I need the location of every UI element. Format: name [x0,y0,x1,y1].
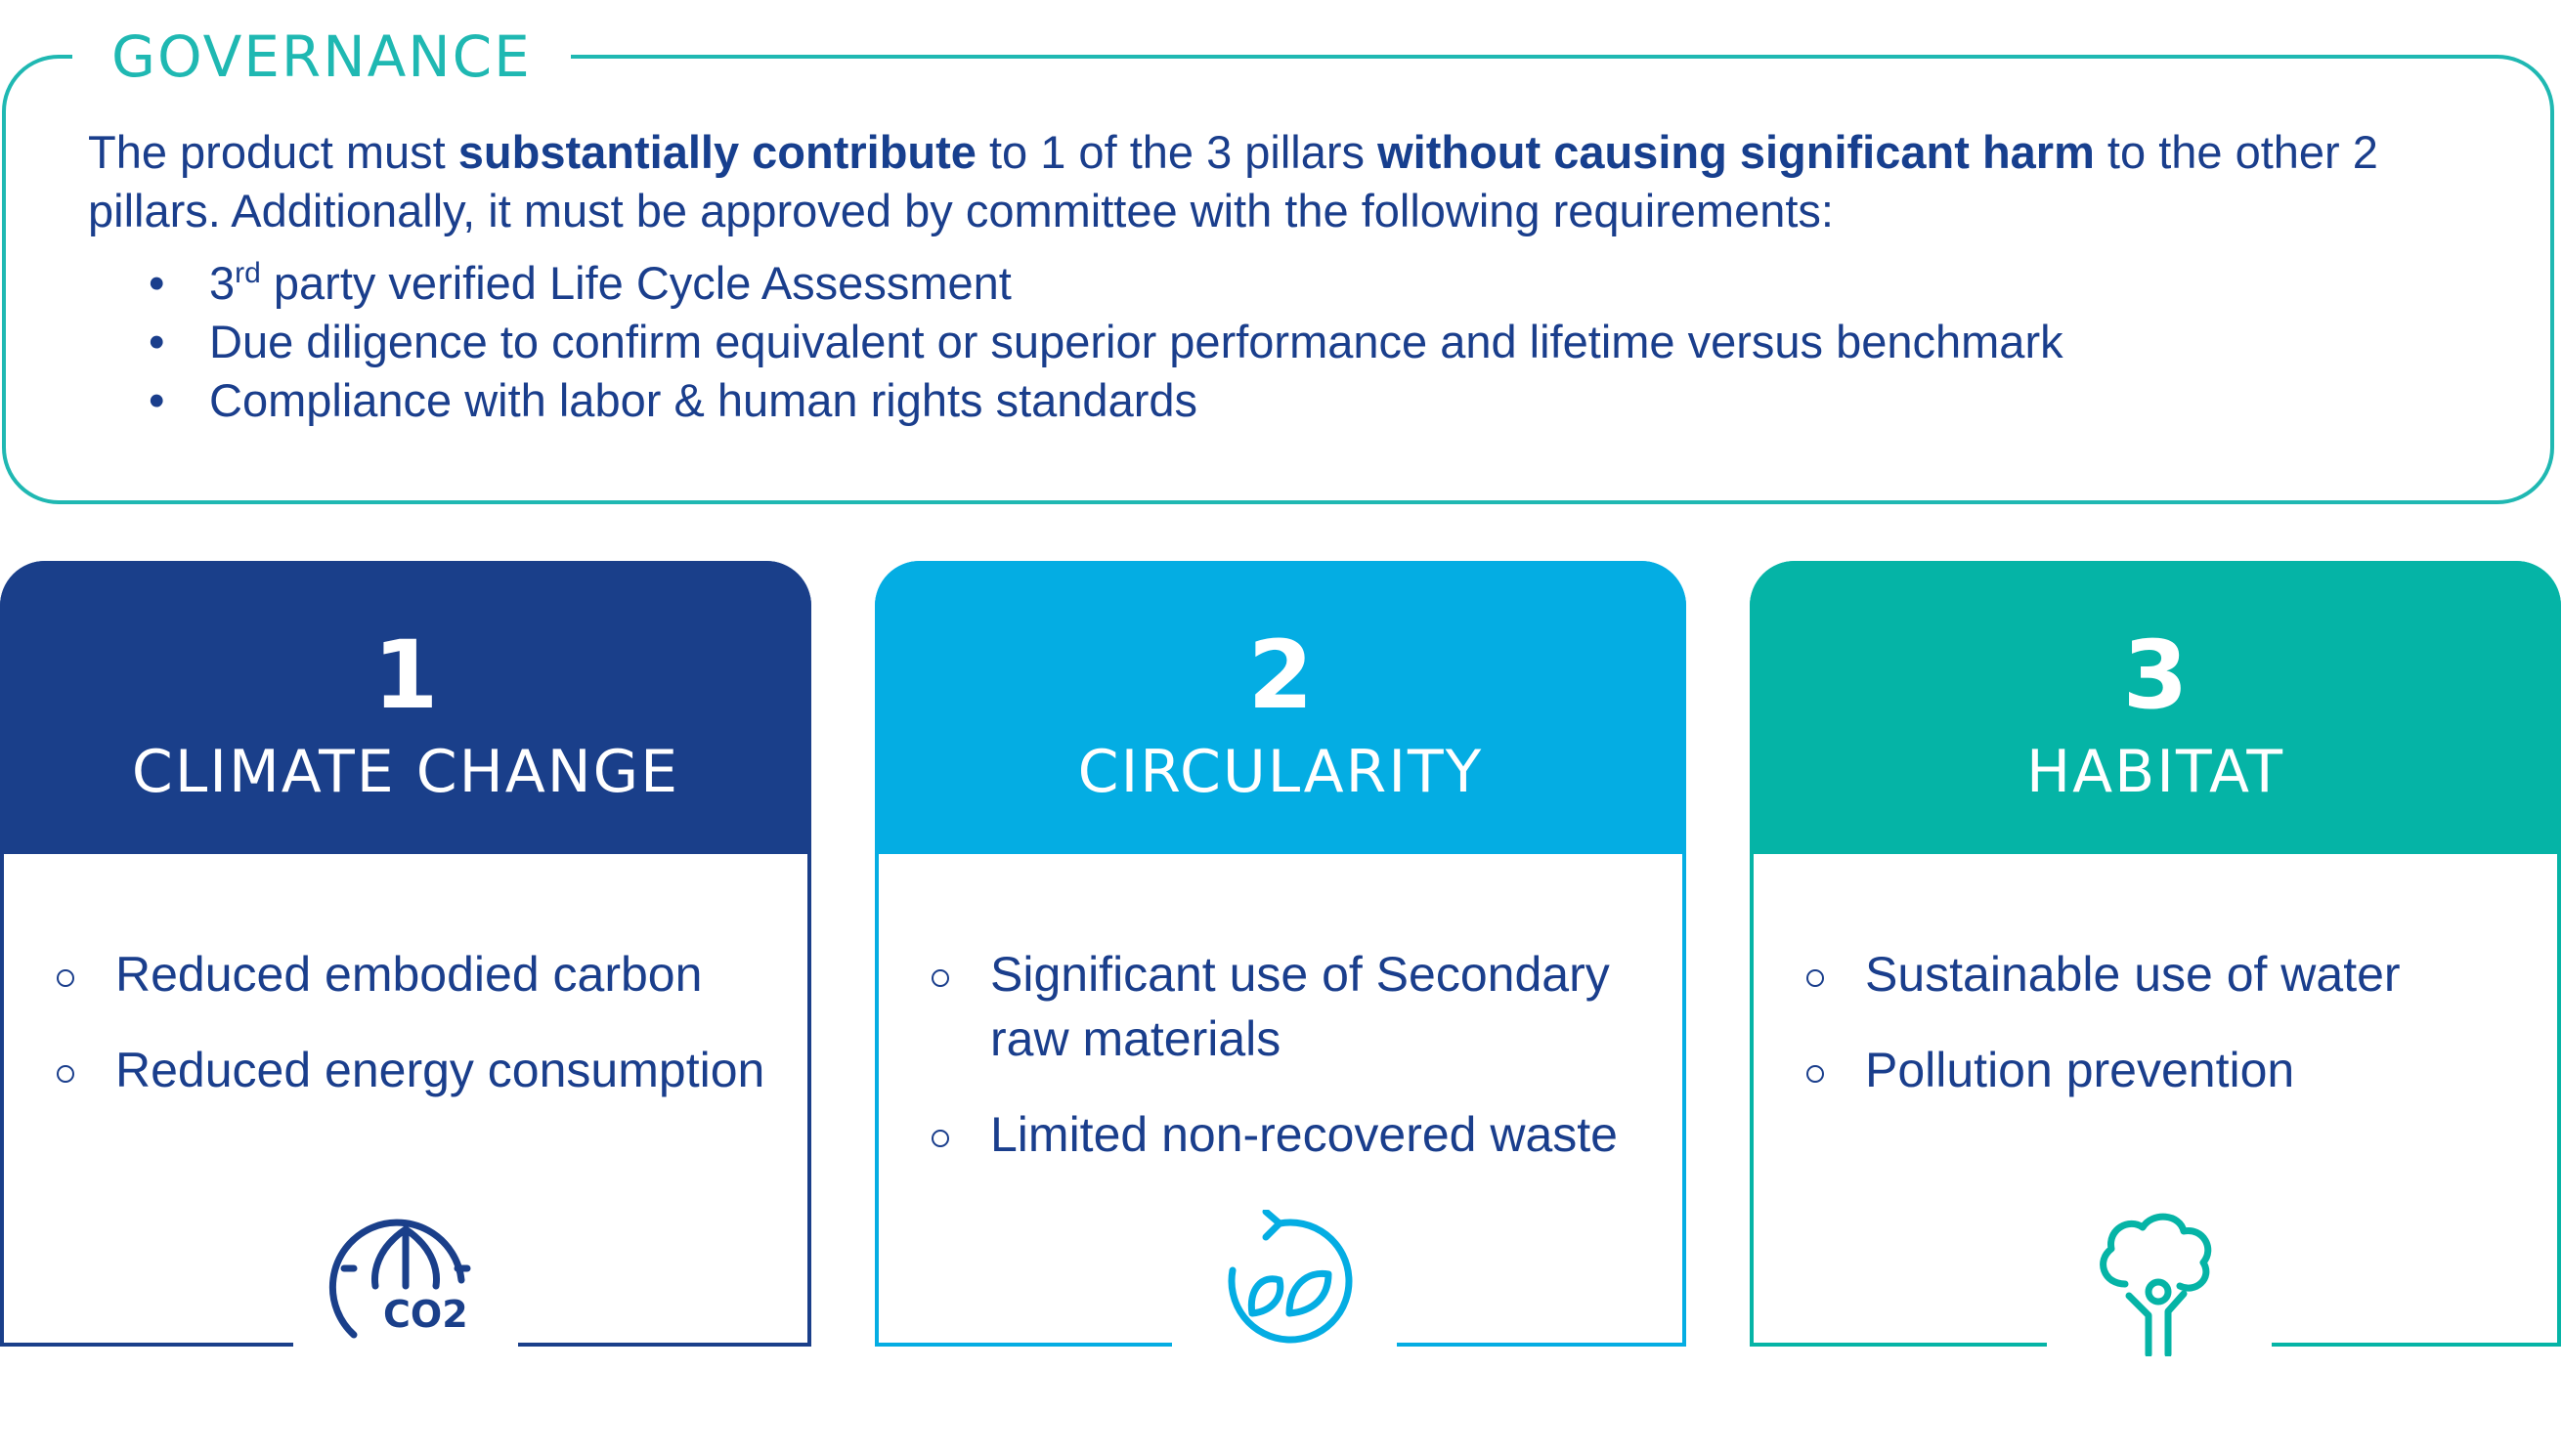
intro-text: to the other 2 pillars. Additionally, it… [88,126,2378,236]
co2-globe-icon: CO2 [293,1210,518,1356]
criterion-text: Pollution prevention [1865,1043,2295,1097]
governance-text: The product must substantially contribut… [88,123,2493,430]
bullet-icon: • [149,316,165,367]
pillar-header: 2 CIRCULARITY [875,561,1686,854]
governance-intro: The product must substantially contribut… [88,123,2493,240]
pillar-header: 3 HABITAT [1750,561,2561,854]
bullet-icon: • [149,374,165,426]
pillar-title: CIRCULARITY [1077,738,1484,806]
list-item: Pollution prevention [1802,1038,2538,1102]
circle-bullet-icon [1806,1065,1824,1083]
circle-bullet-icon [1806,969,1824,987]
tree-icon [2047,1210,2272,1356]
pillar-habitat: 3 HABITAT Sustainable use of water Pollu… [1750,561,2561,1356]
governance-title: GOVERNANCE [72,18,571,96]
pillar-criteria-list: Significant use of Secondary raw materia… [928,942,1663,1167]
requirement-superscript: rd [235,257,261,289]
requirement-text: party verified Life Cycle Assessment [260,257,1012,309]
intro-text: The product must [88,126,458,178]
governance-box [2,55,2554,504]
requirement-item: • Due diligence to confirm equivalent or … [88,313,2493,371]
pillar-header: 1 CLIMATE CHANGE [0,561,811,854]
criterion-text: Limited non-recovered waste [990,1107,1618,1162]
list-item: Limited non-recovered waste [928,1102,1663,1167]
requirement-text: Compliance with labor & human rights sta… [209,374,1198,426]
requirement-text: Due diligence to confirm equivalent or s… [209,316,2063,367]
bullet-icon: • [149,257,165,309]
pillar-circularity: 2 CIRCULARITY Significant use of Seconda… [875,561,1686,1356]
criterion-text: Sustainable use of water [1865,947,2401,1002]
circle-bullet-icon [932,969,949,987]
recycle-leaf-icon [1172,1210,1397,1356]
circle-bullet-icon [57,969,74,987]
requirements-list: • 3rd party verified Life Cycle Assessmen… [88,254,2493,430]
pillar-title: HABITAT [2025,738,2285,806]
intro-bold-contribute: substantially contribute [457,126,977,178]
pillar-number: 1 [372,621,439,730]
criterion-text: Reduced energy consumption [115,1043,765,1097]
requirement-text: 3 [209,257,236,309]
list-item: Sustainable use of water [1802,942,2538,1006]
pillar-criteria-list: Reduced embodied carbon Reduced energy c… [53,942,788,1102]
co2-label: CO2 [383,1293,468,1336]
pillar-number: 2 [1247,621,1314,730]
pillar-climate-change: 1 CLIMATE CHANGE Reduced embodied carbon… [0,561,811,1356]
list-item: Reduced energy consumption [53,1038,788,1102]
criterion-text: Significant use of Secondary raw materia… [990,947,1610,1066]
requirement-item: • Compliance with labor & human rights st… [88,371,2493,430]
criterion-text: Reduced embodied carbon [115,947,703,1002]
intro-text: to 1 of the 3 pillars [976,126,1378,178]
pillar-title: CLIMATE CHANGE [131,738,680,806]
pillar-criteria-list: Sustainable use of water Pollution preve… [1802,942,2538,1102]
list-item: Reduced embodied carbon [53,942,788,1006]
list-item: Significant use of Secondary raw materia… [928,942,1663,1071]
circle-bullet-icon [57,1065,74,1083]
requirement-item: • 3rd party verified Life Cycle Assessmen… [88,254,2493,313]
intro-bold-harm: without causing significant harm [1377,126,2095,178]
circle-bullet-icon [932,1130,949,1147]
pillar-number: 3 [2122,621,2189,730]
